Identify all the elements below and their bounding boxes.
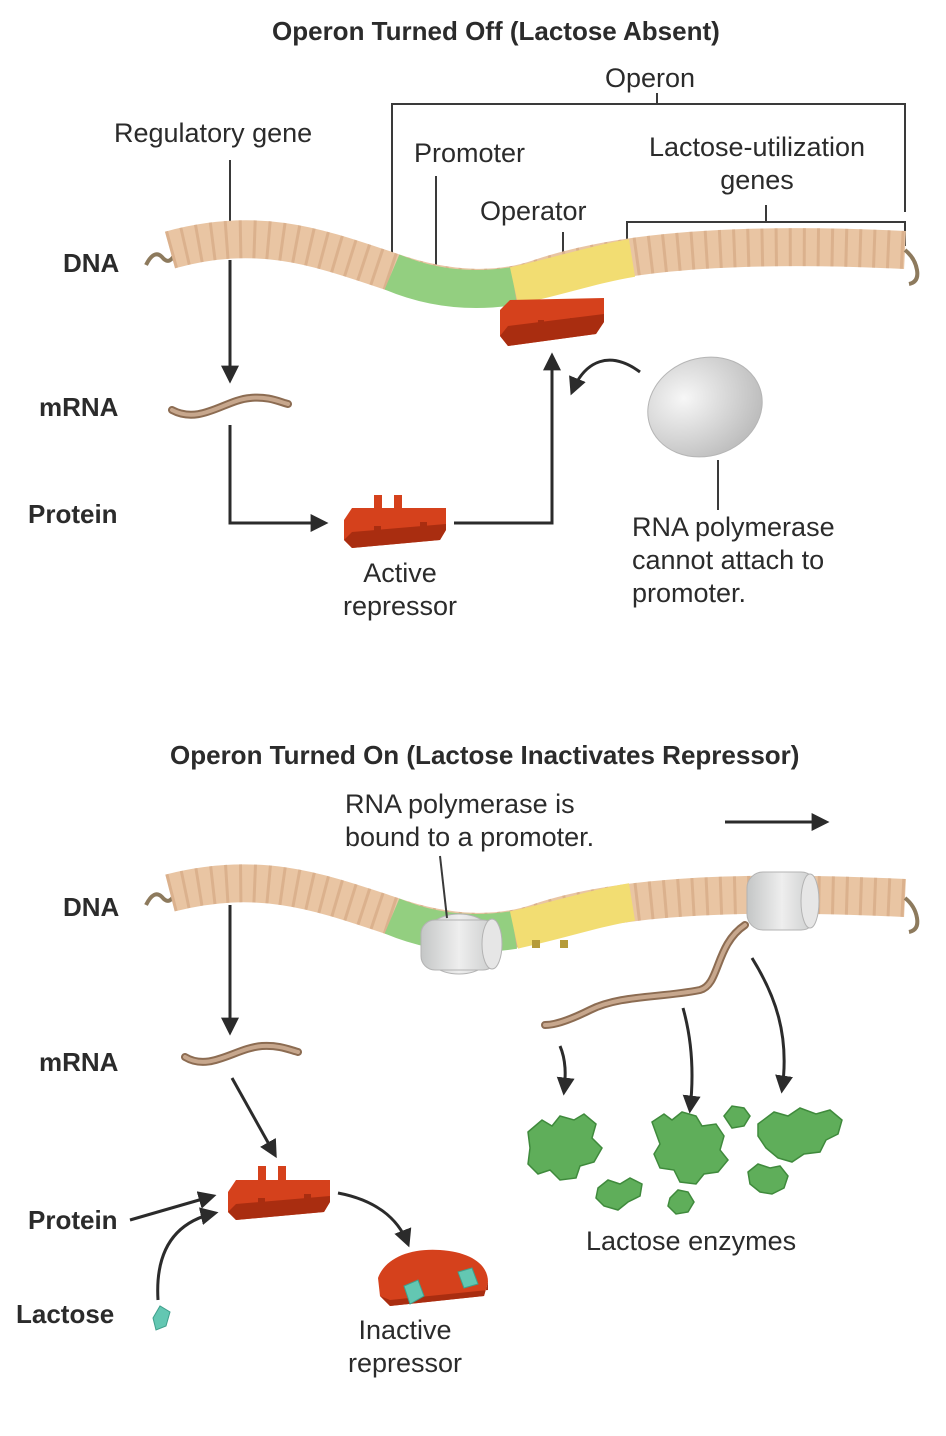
lactose-enzymes-label: Lactose enzymes: [586, 1226, 797, 1256]
arrow-to-enzyme-1: [556, 1045, 575, 1096]
lactose-label: Lactose: [16, 1299, 115, 1329]
regulatory-gene-label: Regulatory gene: [114, 118, 313, 148]
mrna-label-bottom: mRNA: [39, 1047, 119, 1077]
arrow-mrna-to-protein: [228, 425, 329, 532]
protein-label-bottom: Protein: [28, 1205, 118, 1235]
operon-label: Operon: [605, 63, 696, 93]
operator-label: Operator: [480, 196, 587, 226]
operon-bracket: [391, 103, 906, 262]
lactose-enzymes: [527, 1105, 843, 1215]
arrow-protein-to-operator: [454, 352, 561, 525]
panel-off-title: Operon Turned Off (Lactose Absent): [272, 16, 720, 46]
rna-polymerase-on-promoter: [420, 913, 503, 975]
mrna-label-top: mRNA: [39, 392, 119, 422]
polymerase-note-label: RNA polymerase cannot attach to promoter…: [632, 512, 835, 608]
active-repressor-label: Active repressor: [342, 558, 458, 621]
arrow-to-enzyme-2: [681, 1007, 701, 1114]
bound-polymerase-pointer: [439, 855, 448, 919]
polymerase-bound-label: RNA polymerase is bound to a promoter.: [345, 789, 595, 852]
repressor-protein: [228, 1166, 330, 1220]
lactose-genes-label: Lactose-utilization genes: [648, 132, 866, 195]
active-repressor: [344, 495, 446, 548]
panel-on-title: Operon Turned On (Lactose Inactivates Re…: [170, 740, 800, 770]
inactive-repressor: [378, 1249, 488, 1306]
rna-polymerase-transcribing: [746, 871, 820, 931]
panel-off: [144, 93, 920, 548]
inactive-repressor-label: Inactive repressor: [347, 1315, 463, 1378]
lactose-molecule: [152, 1305, 171, 1331]
promoter-label: Promoter: [414, 138, 526, 168]
rna-polymerase: [647, 356, 763, 458]
arrow-mrna-to-protein-2: [230, 1077, 277, 1159]
dna-label-top: DNA: [63, 248, 120, 278]
arrow-to-enzyme-3: [750, 957, 793, 1094]
bound-repressor: [500, 298, 604, 346]
panel-on: [129, 813, 920, 1331]
dna-label-bottom: DNA: [63, 892, 120, 922]
protein-label-top: Protein: [28, 499, 118, 529]
arrow-lactose-to-repressor: [156, 1207, 219, 1301]
arrow-to-inactive-repressor: [337, 1191, 412, 1248]
arrow-protein-label: [129, 1191, 217, 1222]
dna-strand-top: [144, 220, 920, 309]
arrow-polymerase-blocked: [569, 358, 641, 396]
